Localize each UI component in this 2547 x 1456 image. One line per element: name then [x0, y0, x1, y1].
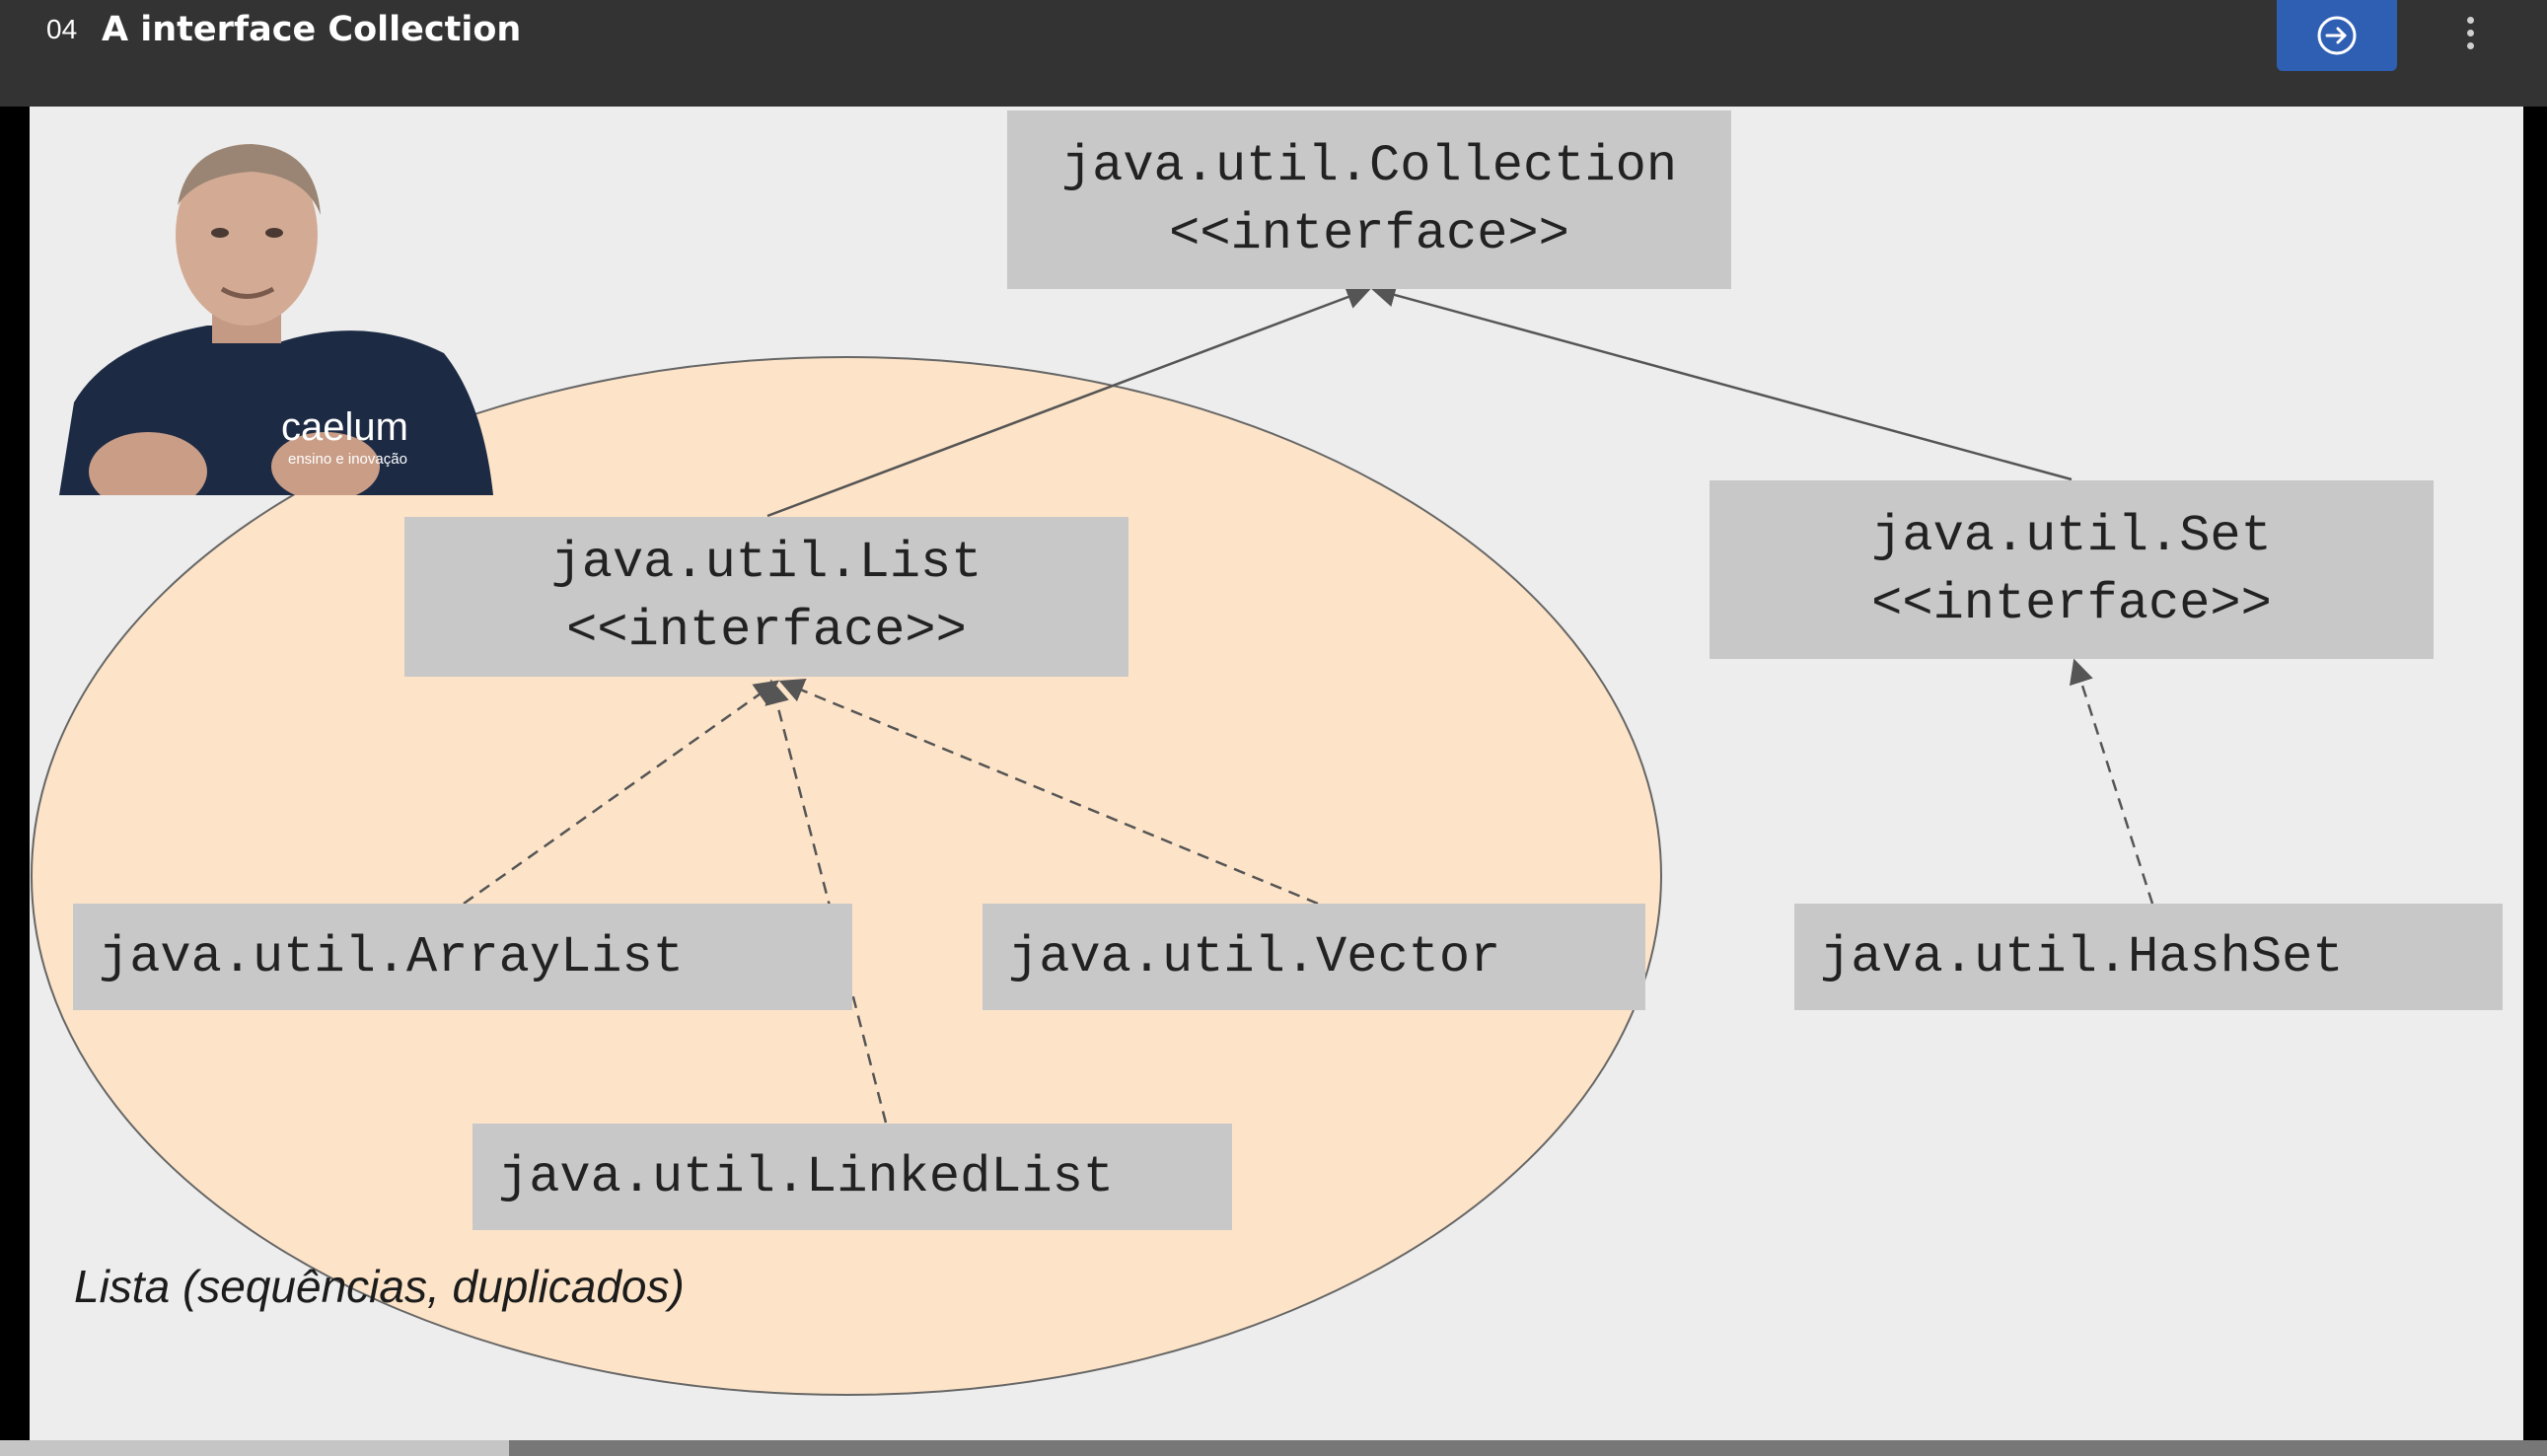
list-ellipse: [31, 356, 1662, 1396]
arraylist-to-list-arrow: [463, 680, 780, 906]
lesson-title: A interface Collection: [102, 10, 522, 49]
video-progress-bar[interactable]: [0, 1440, 2547, 1456]
video-progress-fill: [0, 1440, 510, 1456]
linkedlist-to-list-arrow: [764, 679, 888, 1124]
collection-box: java.util.Collection <<interface>>: [1007, 110, 1731, 289]
set-box: java.util.Set <<interface>>: [1710, 480, 2434, 659]
list-stereotype: <<interface>>: [566, 602, 967, 660]
arraylist-name: java.util.ArrayList: [99, 927, 684, 986]
top-bar: 04 A interface Collection: [0, 0, 2547, 107]
more-options-button[interactable]: [2452, 8, 2488, 57]
collection-stereotype: <<interface>>: [1169, 204, 1569, 263]
list-to-collection-arrow: [766, 285, 1372, 518]
vector-name: java.util.Vector: [1008, 927, 1501, 986]
list-box: java.util.List <<interface>>: [404, 517, 1128, 677]
vector-box: java.util.Vector: [982, 904, 1645, 1010]
set-name: java.util.Set: [1871, 506, 2272, 565]
hashset-name: java.util.HashSet: [1820, 927, 2344, 986]
next-lesson-button[interactable]: [2277, 0, 2397, 71]
arrow-right-circle-icon: [2317, 16, 2357, 55]
linkedlist-box: java.util.LinkedList: [473, 1124, 1232, 1230]
hashset-box: java.util.HashSet: [1794, 904, 2503, 1010]
video-slide: java.util.Collection <<interface>> java.…: [30, 107, 2523, 1440]
shirt-logo-text: caelum: [281, 405, 408, 449]
hashset-to-set-arrow: [2069, 658, 2154, 905]
vector-to-list-arrow: [778, 679, 1319, 906]
presenter-video: caelum ensino e inovação: [59, 144, 493, 495]
set-stereotype: <<interface>>: [1871, 574, 2272, 633]
vertical-dots-icon: [2466, 16, 2474, 24]
collection-name: java.util.Collection: [1060, 136, 1678, 195]
shirt-tagline-text: ensino e inovação: [288, 451, 407, 468]
ellipse-caption: Lista (sequências, duplicados): [74, 1261, 685, 1312]
linkedlist-name: java.util.LinkedList: [498, 1147, 1115, 1206]
arraylist-box: java.util.ArrayList: [73, 904, 852, 1010]
set-to-collection-arrow: [1370, 282, 2073, 481]
list-name: java.util.List: [550, 534, 982, 592]
lesson-number: 04: [46, 14, 78, 44]
